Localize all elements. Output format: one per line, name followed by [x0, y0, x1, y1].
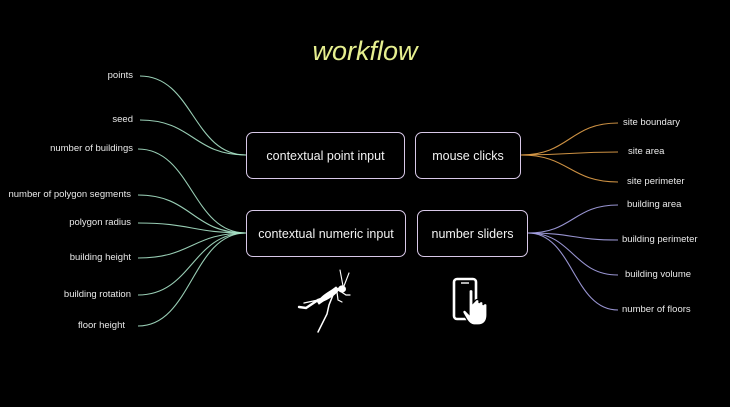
number-sliders-box: number sliders: [417, 210, 528, 257]
output-label-building-volume: building volume: [625, 269, 692, 280]
connector-line: [527, 204, 619, 234]
connector-line: [137, 232, 247, 259]
output-label-building-perimeter: building perimeter: [622, 234, 698, 245]
contextual-numeric-input-box: contextual numeric input: [246, 210, 406, 257]
mouse-clicks-box: mouse clicks: [415, 132, 521, 179]
connector-line: [520, 154, 619, 183]
output-label-number-of-floors: number of floors: [622, 304, 691, 315]
connector-line: [520, 122, 619, 156]
connector-line: [520, 151, 619, 156]
connector-line: [139, 119, 247, 156]
connector-line: [137, 232, 247, 296]
diagram-title: workflow: [312, 36, 418, 66]
connector-line: [527, 232, 619, 276]
connector-line: [527, 232, 619, 241]
output-label-site-perimeter: site perimeter: [627, 176, 685, 187]
input-label-polygon-segments: number of polygon segments: [8, 189, 131, 200]
touch-device-icon: [452, 277, 488, 326]
input-label-points: points: [107, 70, 133, 81]
input-label-building-rotation: building rotation: [63, 289, 131, 300]
connector-line: [137, 148, 247, 234]
connector-line: [139, 75, 247, 156]
contextual-point-input-box: contextual point input: [246, 132, 405, 179]
input-label-building-height: building height: [69, 252, 131, 263]
output-label-site-boundary: site boundary: [623, 117, 681, 128]
connector-line: [137, 232, 247, 327]
input-label-polygon-radius: polygon radius: [69, 217, 131, 228]
output-label-building-area: building area: [627, 199, 682, 210]
input-label-seed: seed: [112, 114, 133, 125]
connector-line: [527, 232, 619, 311]
input-label-number-of-buildings: number of buildings: [50, 143, 133, 154]
input-label-floor-height: floor height: [77, 320, 125, 331]
connector-line: [137, 222, 247, 234]
grasshopper-icon: [297, 269, 351, 333]
output-label-site-area: site area: [628, 146, 665, 157]
connector-line: [137, 194, 247, 234]
